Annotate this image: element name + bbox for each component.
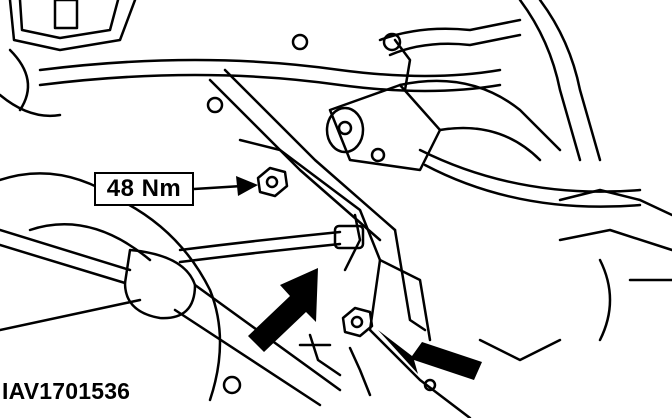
torque-callout: 48 Nm — [94, 172, 194, 206]
upper-bracket — [0, 0, 137, 117]
lower-bolt-head — [341, 306, 374, 338]
leader-arrow — [193, 176, 258, 196]
cooler-line — [178, 213, 365, 272]
bolt-head — [256, 166, 289, 198]
wire-clips — [298, 333, 372, 397]
figure-reference-code: IAV1701536 — [2, 378, 131, 404]
right-bracket — [478, 0, 672, 362]
mount-bolt — [206, 96, 224, 114]
upper-bolt — [291, 33, 309, 51]
small-bolt — [423, 378, 437, 392]
dipstick-tube — [0, 228, 342, 407]
wiring-harness — [38, 18, 642, 242]
bottom-bolt — [222, 375, 242, 395]
starter-motor — [325, 32, 562, 172]
pointer-arrow — [248, 268, 318, 352]
pointer-arrow-right — [378, 330, 482, 380]
